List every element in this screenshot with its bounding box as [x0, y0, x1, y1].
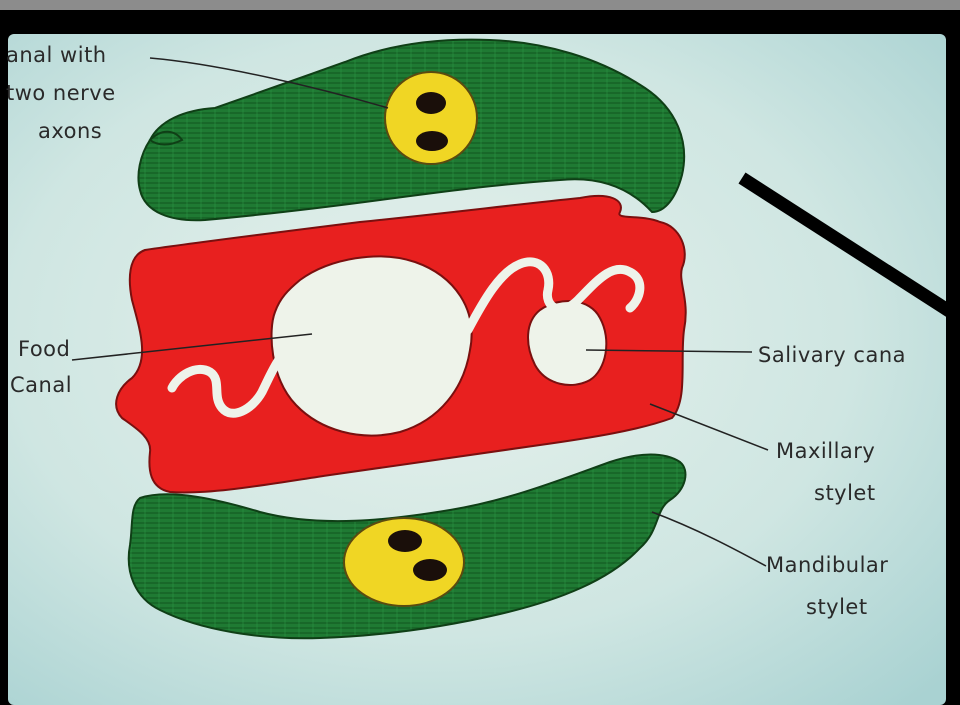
top-gray-band — [0, 0, 960, 10]
upper-axon-1 — [416, 92, 446, 114]
label-maxillary-line1: Maxillary — [776, 439, 875, 463]
food-canal — [272, 256, 472, 435]
lower-axon-2 — [413, 559, 447, 581]
label-food-line2: Canal — [10, 373, 72, 397]
upper-axon-2 — [416, 131, 448, 151]
label-canal-line2: two nerve — [6, 81, 116, 105]
label-mandibular-line2: stylet — [806, 595, 868, 619]
label-salivary-canal: Salivary cana — [758, 343, 906, 367]
label-canal-line1: anal with — [6, 43, 107, 67]
label-mandibular-line1: Mandibular — [766, 553, 888, 577]
label-food-line1: Food — [18, 337, 70, 361]
label-maxillary-line2: stylet — [814, 481, 876, 505]
salivary-canal — [528, 301, 606, 385]
lower-axon-1 — [388, 530, 422, 552]
label-canal-line3: axons — [38, 119, 102, 143]
